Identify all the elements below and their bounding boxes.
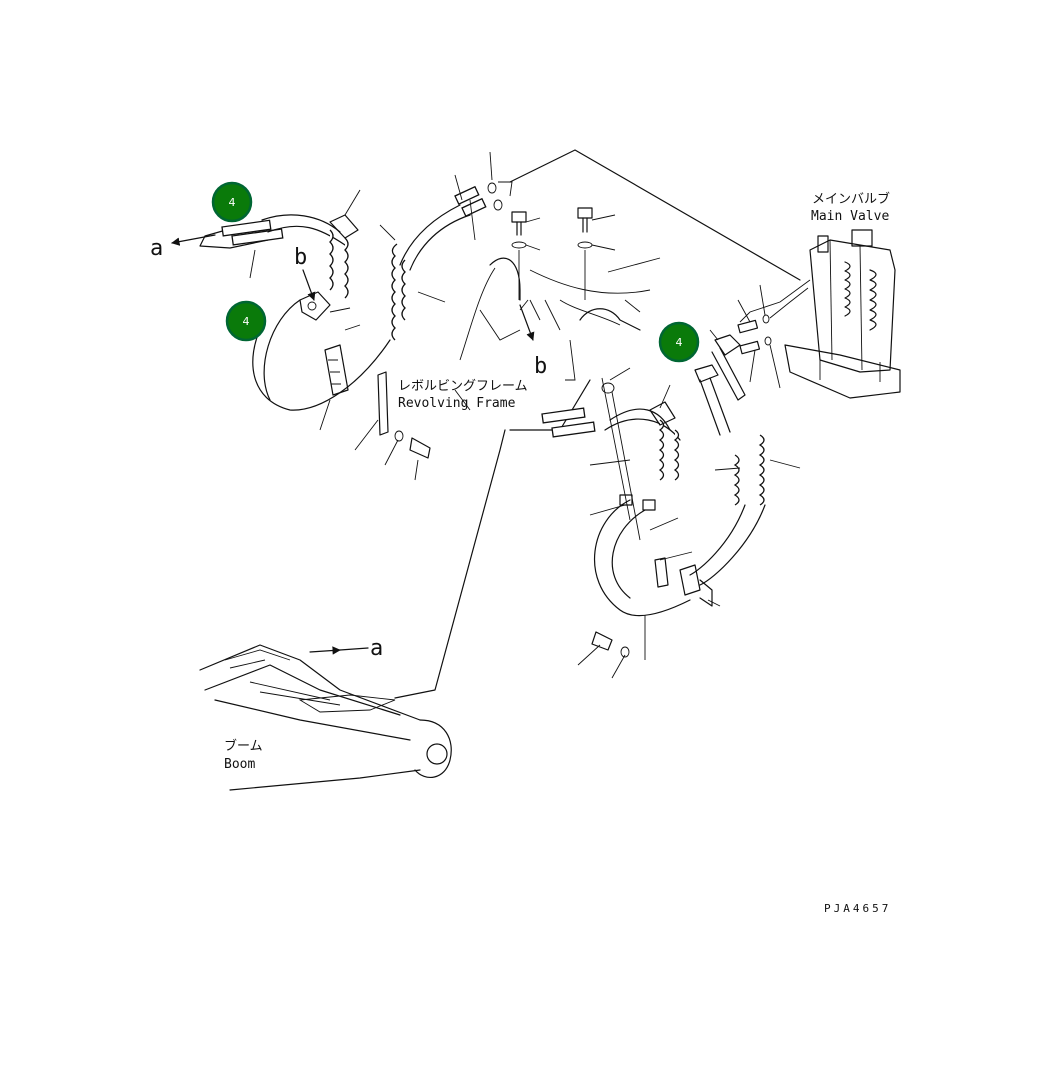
arrow-a-lower [339,647,369,651]
callout-number: 4 [676,336,683,349]
revolving-frame-label-jp: レボルビングフレーム [398,379,528,394]
drawing-code: PJA4657 [824,902,891,915]
right-hose-assembly [541,314,772,660]
marker-b-upper: b [294,245,307,270]
main-valve-drawing [784,229,901,399]
main-valve-label-en: Main Valve [811,209,889,224]
callout-marker-2[interactable]: 4 [225,300,267,342]
boom-label-en: Boom [224,757,255,772]
marker-a-lower: a [370,636,383,661]
arrow-b-lower [519,304,535,341]
main-valve-label-jp: メインバルブ [812,191,890,207]
marker-a-upper: a [150,236,163,261]
boom-drawing [199,644,452,791]
boom-label-jp: ブーム [224,738,263,754]
callout-marker-3[interactable]: 4 [658,321,700,363]
callout-number: 4 [229,196,236,209]
leader-lines [249,151,801,679]
callout-marker-1[interactable]: 4 [211,181,253,223]
arrow-a-upper [171,234,216,246]
revolving-frame-label-en: Revolving Frame [398,396,516,411]
marker-b-lower: b [534,354,547,379]
revolving-frame-drawing [454,207,651,411]
callout-number: 4 [243,315,250,328]
upper-left-assembly [199,181,513,411]
left-bracket [377,371,431,459]
outline-lines [394,149,811,699]
direction-arrows [171,234,535,655]
arrow-b-upper [302,269,316,301]
